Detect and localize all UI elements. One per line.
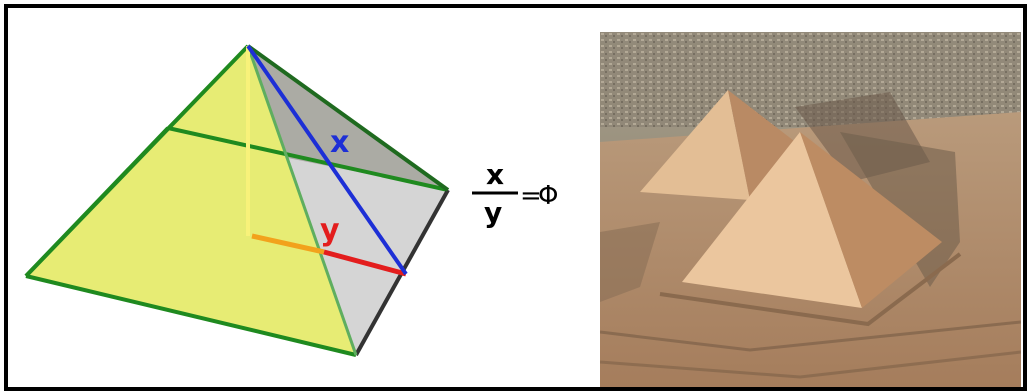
road-lower <box>600 320 1021 352</box>
base-edge-front-left <box>25 274 357 357</box>
formula-equals: = <box>520 181 542 211</box>
label-x: x <box>330 125 349 160</box>
lateral-edge-right <box>246 44 450 192</box>
front-pyramid-lit <box>682 132 862 308</box>
dark-ridge-left <box>600 222 660 302</box>
formula-denominator: y <box>484 196 502 229</box>
apothem-base-orange <box>251 233 325 255</box>
front-pyramid-shade <box>800 132 942 308</box>
back-pyramid-shade <box>728 90 798 200</box>
giza-pyramids-photo <box>600 32 1021 387</box>
road-lower-2 <box>600 350 1021 379</box>
lateral-edge-back <box>166 44 250 130</box>
golden-ratio-formula: x y = Φ <box>472 158 558 229</box>
slant-height-line <box>246 44 408 276</box>
formula-numerator: x <box>486 158 504 191</box>
pyramid-diagram: x y <box>24 44 450 357</box>
formula-phi: Φ <box>538 181 558 211</box>
figure-frame: x y x y = Φ <box>4 4 1027 391</box>
back-pyramid-lit <box>640 90 750 200</box>
base-edge-back <box>167 126 449 192</box>
lateral-edge-front <box>246 45 358 356</box>
enclosure-wall <box>659 252 962 327</box>
apothem-base-red <box>323 249 407 277</box>
label-y: y <box>320 213 340 248</box>
